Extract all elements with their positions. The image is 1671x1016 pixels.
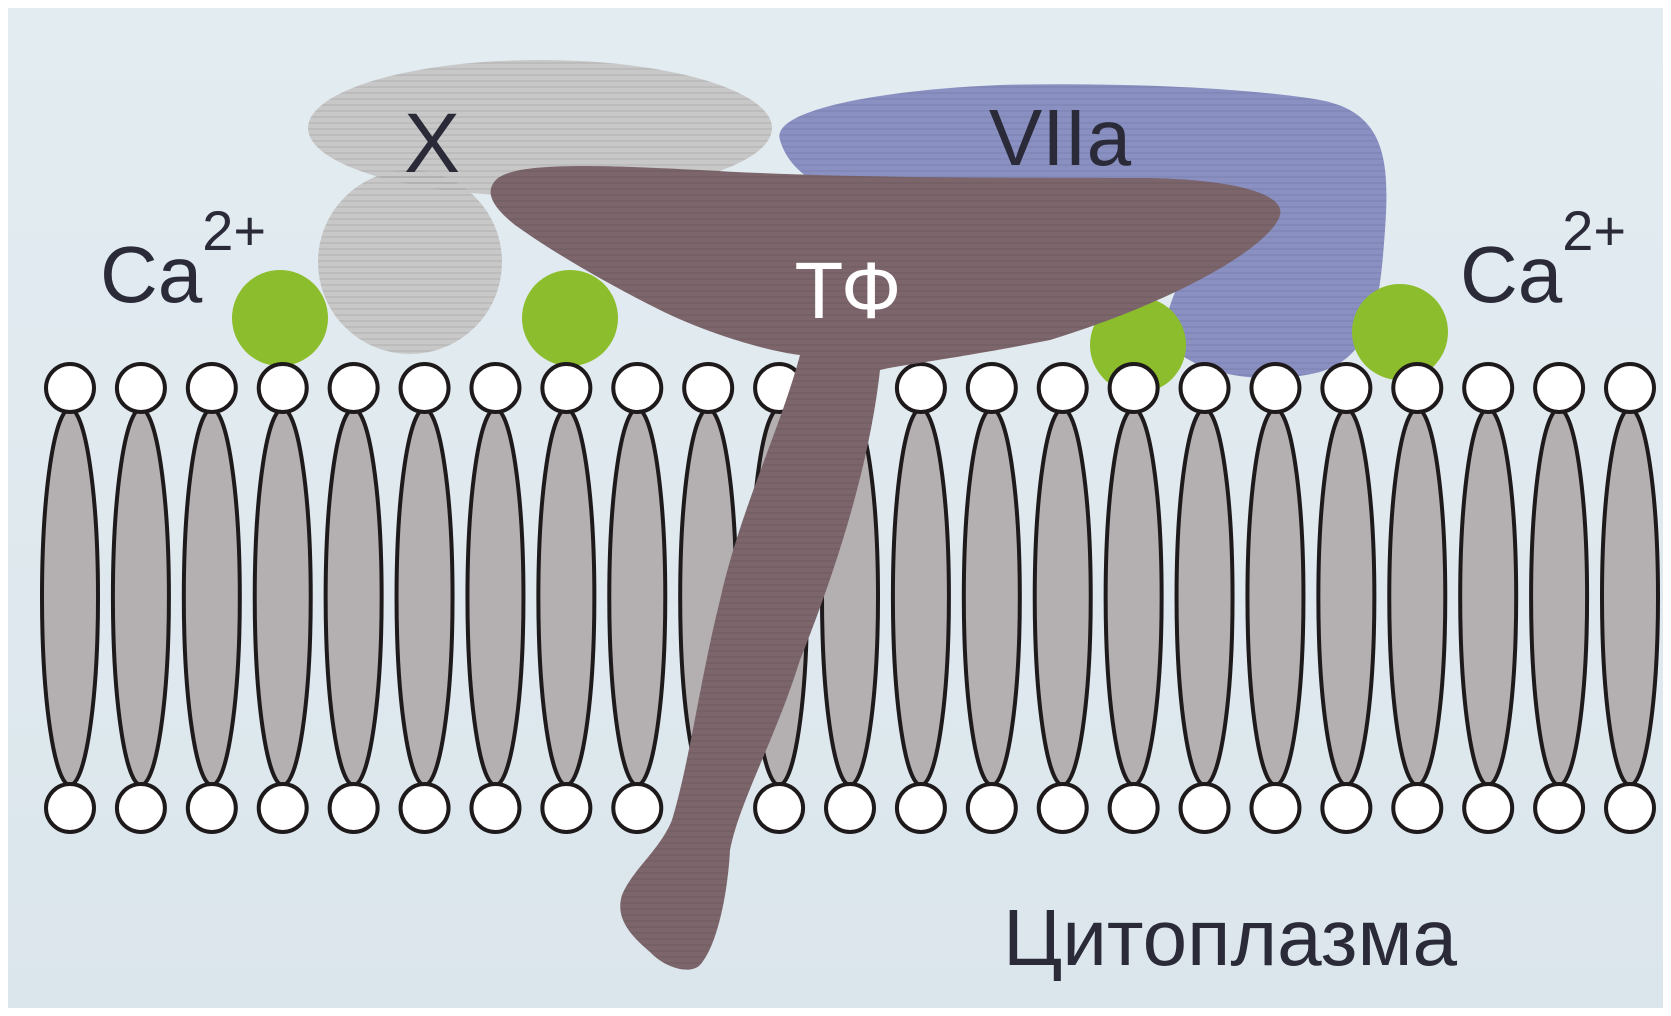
- lipid-head: [613, 364, 661, 412]
- lipid-tail: [255, 409, 311, 785]
- lipid-head: [1039, 364, 1087, 412]
- lipid-tail: [1389, 409, 1445, 785]
- lipid-head: [968, 364, 1016, 412]
- lipid-head: [259, 364, 307, 412]
- lipid-head: [330, 364, 378, 412]
- lipid-tail: [1247, 409, 1303, 785]
- lipid-tail: [1602, 409, 1658, 785]
- lipid-tail: [964, 409, 1020, 785]
- lipid-head: [1181, 364, 1229, 412]
- calcium-ion: [522, 270, 618, 366]
- lipid-tail: [113, 409, 169, 785]
- lipid-head: [259, 784, 307, 832]
- lipid-head: [401, 784, 449, 832]
- lipid-tail: [397, 409, 453, 785]
- lipid-head: [968, 784, 1016, 832]
- lipid-head: [471, 364, 519, 412]
- lipid-tail: [42, 409, 98, 785]
- lipid-head: [471, 784, 519, 832]
- cytoplasm-label: Цитоплазма: [1003, 893, 1457, 982]
- calcium-label-right-sup: 2+: [1562, 199, 1626, 262]
- lipid-head: [755, 784, 803, 832]
- lipid-head: [1110, 784, 1158, 832]
- lipid-head: [1535, 364, 1583, 412]
- lipid-head: [542, 364, 590, 412]
- lipid-head: [1393, 364, 1441, 412]
- factor-viia-label: VIIa: [989, 93, 1132, 182]
- lipid-head: [897, 364, 945, 412]
- lipid-tail: [1035, 409, 1091, 785]
- lipid-tail: [1106, 409, 1162, 785]
- lipid-head: [1606, 784, 1654, 832]
- lipid-head: [46, 364, 94, 412]
- lipid-head: [1535, 784, 1583, 832]
- lipid-head: [826, 784, 874, 832]
- lipid-head: [46, 784, 94, 832]
- lipid-tail: [184, 409, 240, 785]
- calcium-label-right-base: Ca: [1460, 230, 1563, 319]
- lipid-tail: [609, 409, 665, 785]
- lipid-head: [542, 784, 590, 832]
- tissue-factor-label: ТФ: [794, 246, 901, 335]
- lipid-tail: [1460, 409, 1516, 785]
- lipid-head: [1464, 364, 1512, 412]
- lipid-head: [188, 784, 236, 832]
- calcium-ion: [1352, 284, 1448, 380]
- lipid-head: [1251, 364, 1299, 412]
- lipid-head: [1181, 784, 1229, 832]
- lipid-head: [1606, 364, 1654, 412]
- lipid-head: [1322, 784, 1370, 832]
- lipid-head: [613, 784, 661, 832]
- lipid-head: [401, 364, 449, 412]
- lipid-tail: [1177, 409, 1233, 785]
- lipid-head: [1251, 784, 1299, 832]
- calcium-label-left-sup: 2+: [202, 199, 266, 262]
- lipid-head: [684, 364, 732, 412]
- lipid-tail: [1531, 409, 1587, 785]
- calcium-label-left-base: Ca: [100, 230, 203, 319]
- lipid-head: [1110, 364, 1158, 412]
- lipid-head: [1039, 784, 1087, 832]
- calcium-ion: [232, 270, 328, 366]
- lipid-head: [188, 364, 236, 412]
- lipid-tail: [893, 409, 949, 785]
- lipid-tail: [1318, 409, 1374, 785]
- lipid-head: [897, 784, 945, 832]
- lipid-head: [117, 784, 165, 832]
- lipid-tail: [538, 409, 594, 785]
- lipid-head: [1464, 784, 1512, 832]
- lipid-head: [330, 784, 378, 832]
- factor-x-label: X: [404, 96, 460, 190]
- lipid-head: [1393, 784, 1441, 832]
- lipid-tail: [326, 409, 382, 785]
- lipid-head: [1322, 364, 1370, 412]
- lipid-head: [117, 364, 165, 412]
- lipid-tail: [467, 409, 523, 785]
